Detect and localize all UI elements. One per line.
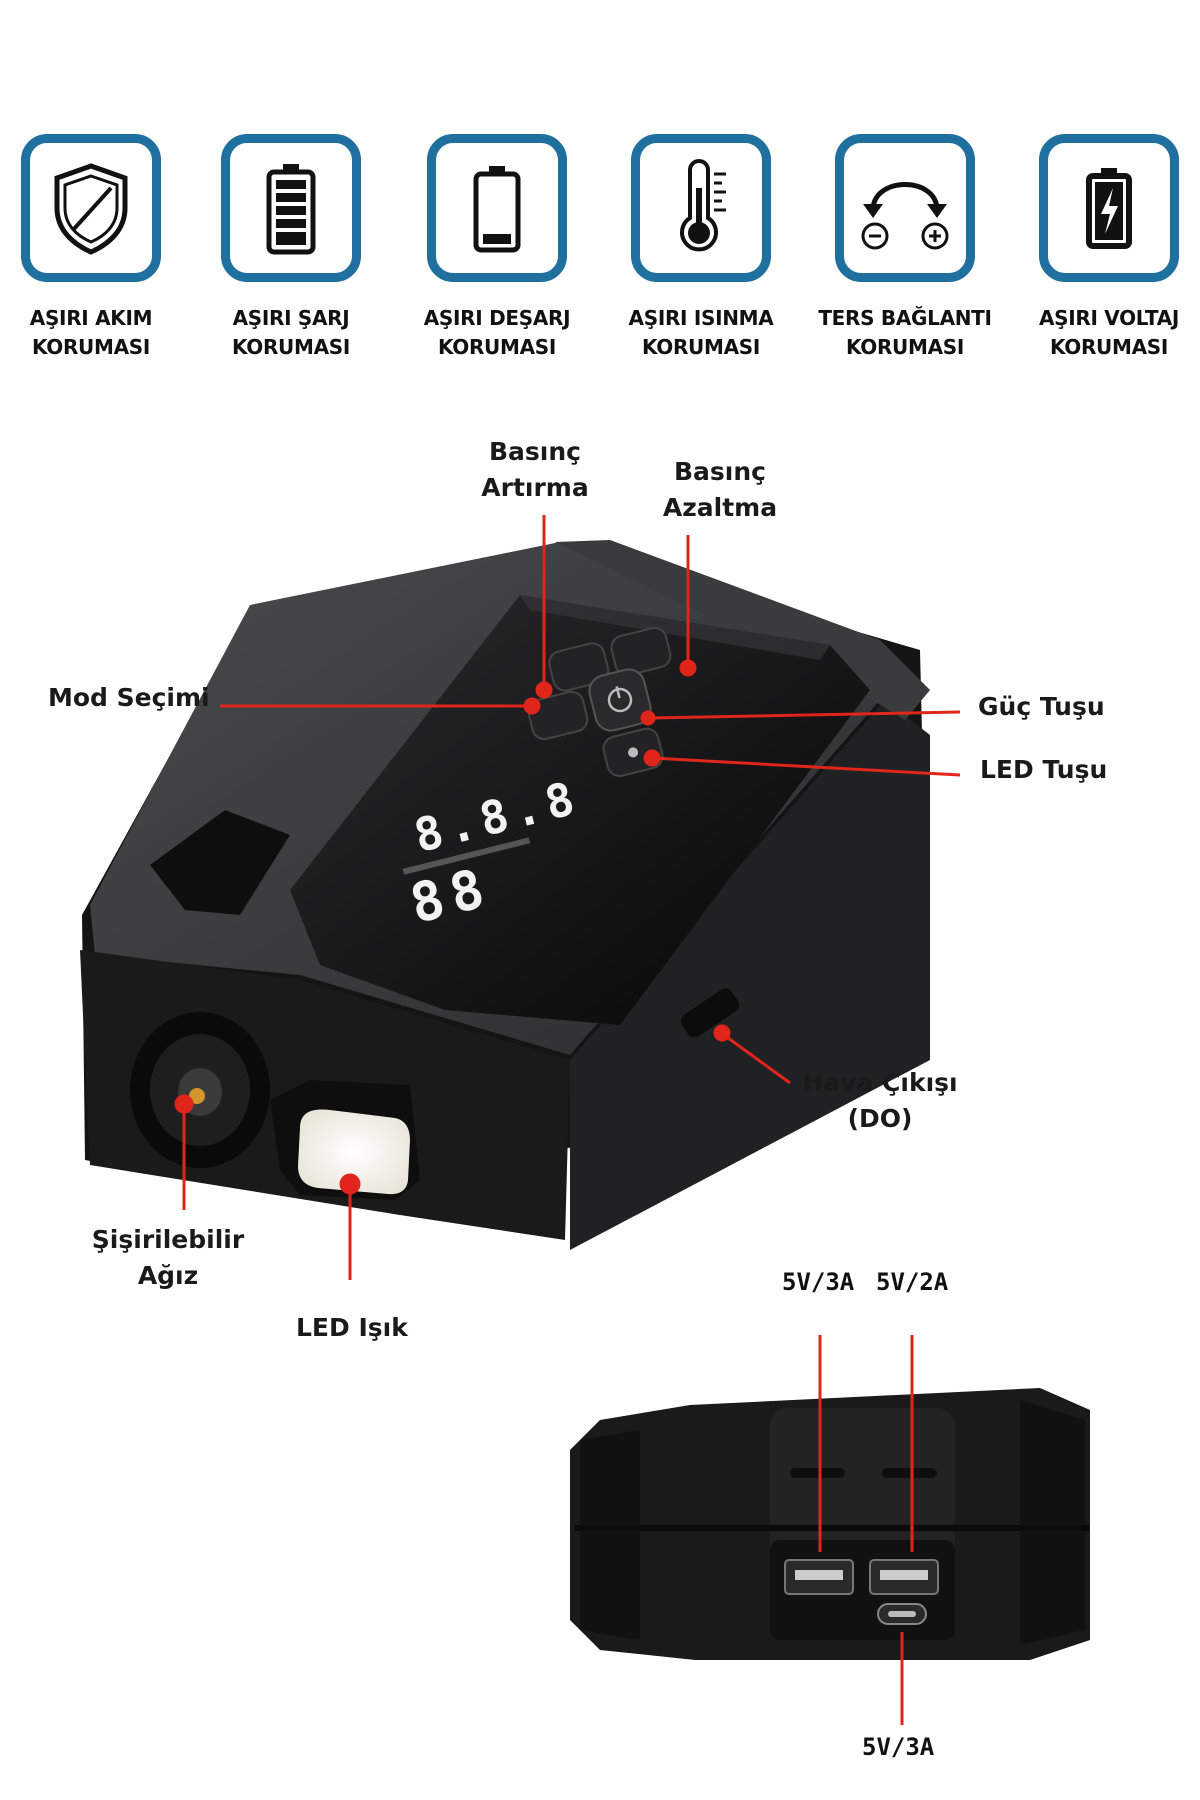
side-view-device — [570, 1388, 1090, 1660]
power-button[interactable] — [586, 666, 654, 734]
power-button-label: Güç Tuşu — [978, 692, 1105, 721]
led-button-label: LED Tuşu — [980, 755, 1108, 784]
keypad — [526, 625, 673, 778]
pointer-lines — [174, 515, 961, 1280]
mode-button[interactable] — [526, 689, 590, 741]
air-outlet-label: Hava Çıkışı(DO) — [802, 1068, 958, 1133]
pressure-down-button[interactable] — [609, 625, 673, 677]
low-battery-icon — [427, 134, 567, 282]
control-panel — [290, 595, 870, 1025]
bulb-icon — [628, 747, 639, 758]
shield-icon — [21, 134, 161, 282]
usb-a-2-label: 5V/2A — [876, 1268, 949, 1296]
pressure-up-button[interactable] — [547, 641, 611, 693]
usb-c-label: 5V/3A — [862, 1733, 935, 1761]
port-pointer-lines — [818, 1335, 914, 1725]
air-outlet — [680, 988, 740, 1038]
reverse-polarity-icon — [835, 134, 975, 282]
thermometer-icon — [631, 134, 771, 282]
usb-a-1-label: 5V/3A — [782, 1268, 855, 1296]
full-battery-icon — [221, 134, 361, 282]
led-light-label: LED Işık — [296, 1313, 408, 1342]
mode-select-label: Mod Seçimi — [48, 683, 210, 712]
led-light — [270, 1080, 420, 1200]
lightning-battery-icon — [1039, 134, 1179, 282]
inflation-nozzle — [130, 1012, 270, 1168]
